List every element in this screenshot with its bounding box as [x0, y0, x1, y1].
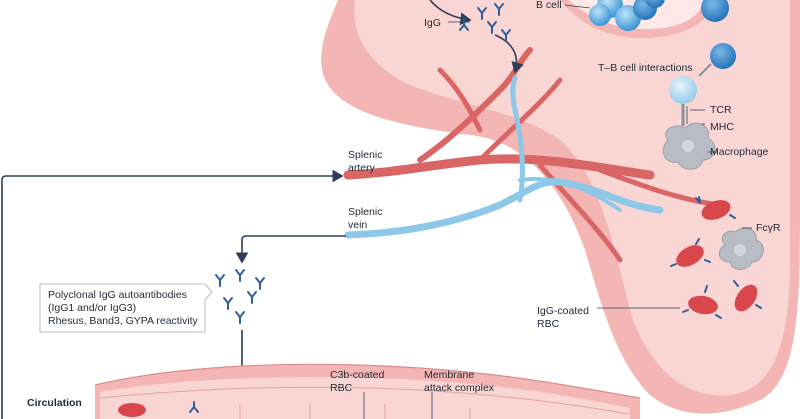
igg-flow-arrow [494, 34, 524, 74]
splenic-vein-label-1: Splenic [348, 206, 382, 218]
igg-coated-rbc-label-1: IgG-coated [537, 305, 589, 317]
tcr-label: TCR [710, 104, 732, 116]
fcgr-label: FcγR [756, 222, 781, 234]
c3b-label-2: RBC [330, 382, 353, 394]
antibody-cluster-spleen [459, 3, 511, 42]
mhc-label: MHC [710, 121, 734, 133]
antibody-cluster-circulation [215, 269, 265, 324]
splenic-vein-label-2: vein [348, 219, 367, 231]
tb-interactions-label: T–B cell interactions [598, 62, 693, 74]
circulation-label: Circulation [27, 397, 82, 409]
b-cell-to-igg-arrow [429, 0, 472, 26]
splenic-artery-label-2: artery [348, 162, 376, 174]
splenic-vein-vessels [344, 75, 664, 239]
mac-label-2: attack complex [424, 382, 495, 394]
autoab-line-2: (IgG1 and/or IgG3) [48, 302, 136, 314]
b-cell-follicle [589, 0, 729, 31]
arterial-inflow-arrow [1, 169, 344, 419]
rbc-cluster-spleen [670, 196, 762, 319]
c3b-label-1: C3b-coated [330, 369, 384, 381]
venous-outflow-arrow [235, 235, 346, 264]
igg-coated-rbc-label-2: RBC [537, 318, 560, 330]
macrophage-fcgr [718, 227, 764, 270]
b-cell-label: B cell [536, 0, 562, 11]
macrophage-label: Macrophage [710, 146, 769, 158]
autoab-line-3: Rhesus, Band3, GYPA reactivity [48, 315, 199, 327]
circulation-vessel [94, 363, 641, 419]
splenic-artery-vessels [343, 47, 723, 263]
autoantibody-callout [39, 283, 213, 333]
mac-label-1: Membrane [424, 369, 474, 381]
splenic-artery-label-1: Splenic [348, 149, 382, 161]
igg-label: IgG [424, 17, 441, 29]
t-b-interaction [669, 43, 736, 104]
autoab-line-1: Polyclonal IgG autoantibodies [48, 289, 187, 301]
